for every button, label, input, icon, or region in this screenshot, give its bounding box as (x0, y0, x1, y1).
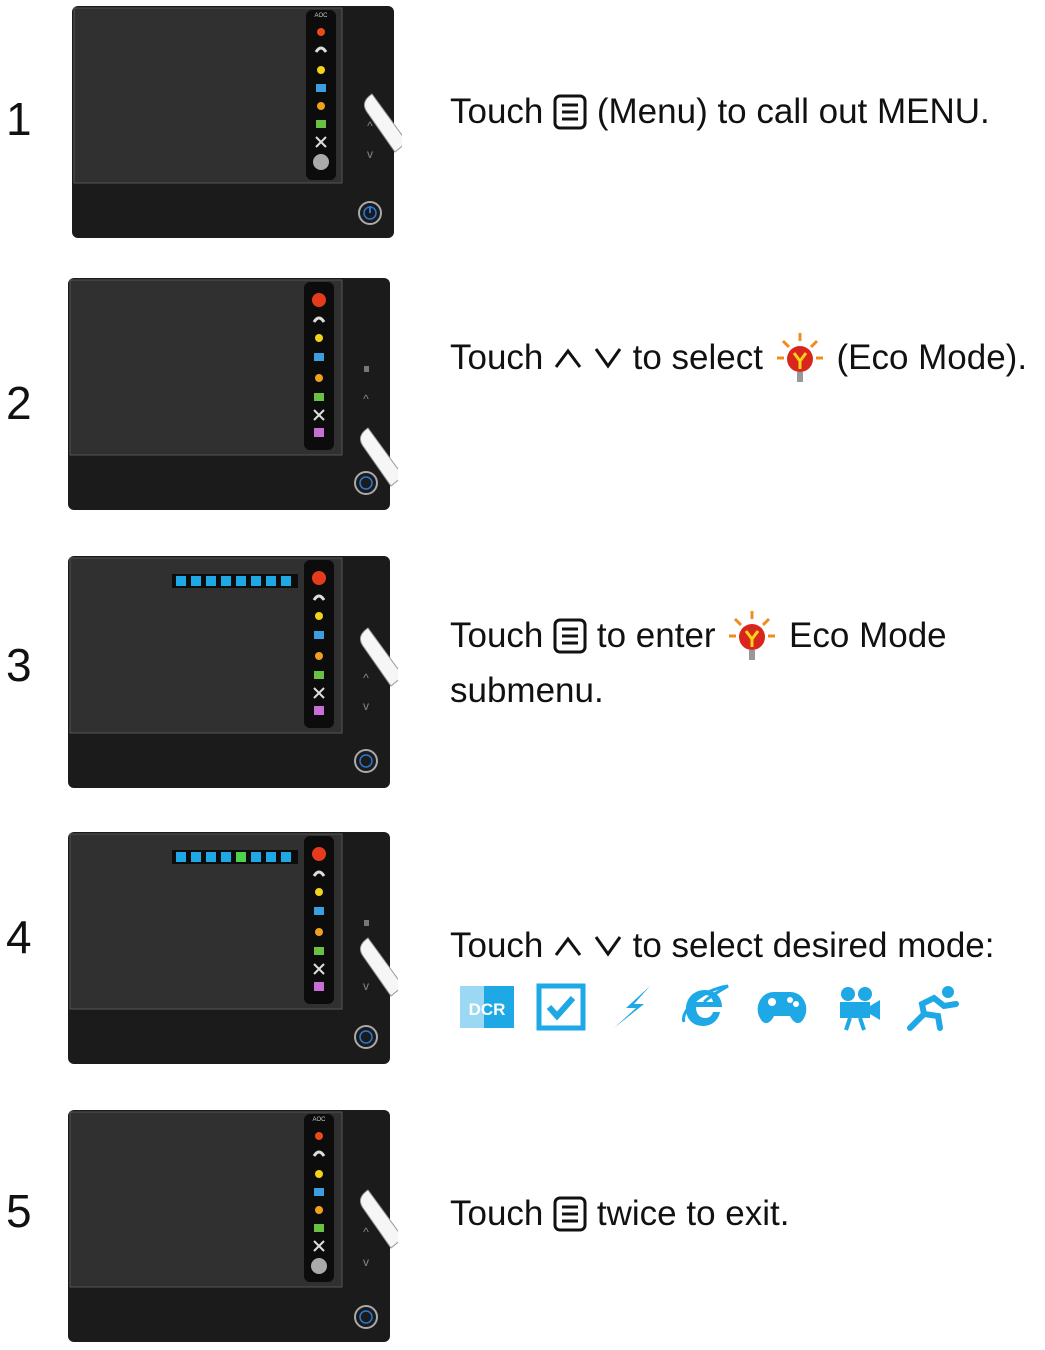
step-number: 1 (6, 93, 32, 145)
instruction-text: Touch (450, 615, 544, 655)
step-3: 3 ^ v (0, 556, 1045, 796)
instruction-text: (Menu) to call out MENU. (596, 91, 990, 131)
svg-text:v: v (363, 979, 369, 993)
dcr-icon: DCR (460, 986, 514, 1028)
internet-icon (682, 984, 729, 1026)
eco-mode-icon (729, 610, 776, 660)
step-number: 4 (6, 911, 32, 963)
mode-icon-row: DCR (458, 982, 964, 1032)
menu-icon (553, 94, 587, 130)
instruction-text: twice to exit. (596, 1193, 790, 1233)
step-4: 4 v (0, 832, 1045, 1072)
game-icon (757, 992, 807, 1024)
monitor-illustration: ^ (68, 278, 418, 518)
step-instruction: Touch to enter Eco Mode submenu. (450, 608, 947, 717)
instruction-text: submenu. (450, 670, 604, 710)
svg-text:v: v (363, 1255, 369, 1269)
up-arrow-icon (554, 348, 582, 368)
svg-text:v: v (367, 147, 373, 161)
svg-text:^: ^ (363, 1225, 369, 1239)
up-arrow-icon (554, 936, 582, 956)
movie-icon (840, 987, 880, 1031)
instruction-text: Eco Mode (789, 615, 947, 655)
menu-icon (553, 618, 587, 654)
step-number: 5 (6, 1185, 32, 1237)
step-number: 2 (6, 377, 32, 429)
monitor-illustration: v (68, 832, 418, 1072)
svg-text:^: ^ (367, 119, 373, 133)
standard-check-icon (536, 983, 586, 1031)
step-instruction: Touch twice to exit. (450, 1186, 789, 1240)
eco-mode-icon (776, 332, 823, 382)
svg-text:^: ^ (363, 392, 369, 406)
down-arrow-icon (594, 935, 622, 957)
text-lightning-icon (614, 986, 650, 1028)
step-instruction: Touch to select desired mode: (450, 918, 994, 972)
step-number: 3 (6, 639, 32, 691)
step-instruction: Touch to select (Eco Mode). (450, 330, 1027, 385)
instruction-text: Touch (450, 1193, 544, 1233)
instruction-text: Touch (450, 91, 544, 131)
instruction-text: Touch (450, 337, 544, 377)
monitor-illustration: AOC ^ v (72, 6, 422, 246)
instruction-text: to enter (596, 615, 716, 655)
dcr-label: DCR (469, 1000, 506, 1019)
instruction-text: to select desired mode: (632, 925, 995, 965)
svg-text:^: ^ (363, 671, 369, 685)
down-arrow-icon (594, 347, 622, 369)
menu-icon (553, 1196, 587, 1232)
svg-text:AOC: AOC (312, 1117, 326, 1123)
sports-icon (907, 986, 959, 1031)
step-2: 2 ^ Touch to select (Eco Mode). (0, 278, 1045, 518)
svg-text:v: v (363, 699, 369, 713)
svg-text:AOC: AOC (314, 13, 328, 19)
instruction-text: to select (632, 337, 763, 377)
monitor-illustration: ^ v (68, 556, 418, 796)
step-5: 5 AOC ^ v Touch twice to exit. (0, 1110, 1045, 1350)
instruction-text: Touch (450, 925, 544, 965)
step-1: 1 AOC ^ v Touch (Menu) to call out MENU. (0, 0, 1045, 240)
instruction-text: (Eco Mode). (836, 337, 1028, 377)
monitor-illustration: AOC ^ v (68, 1110, 418, 1350)
step-instruction: Touch (Menu) to call out MENU. (450, 84, 990, 138)
